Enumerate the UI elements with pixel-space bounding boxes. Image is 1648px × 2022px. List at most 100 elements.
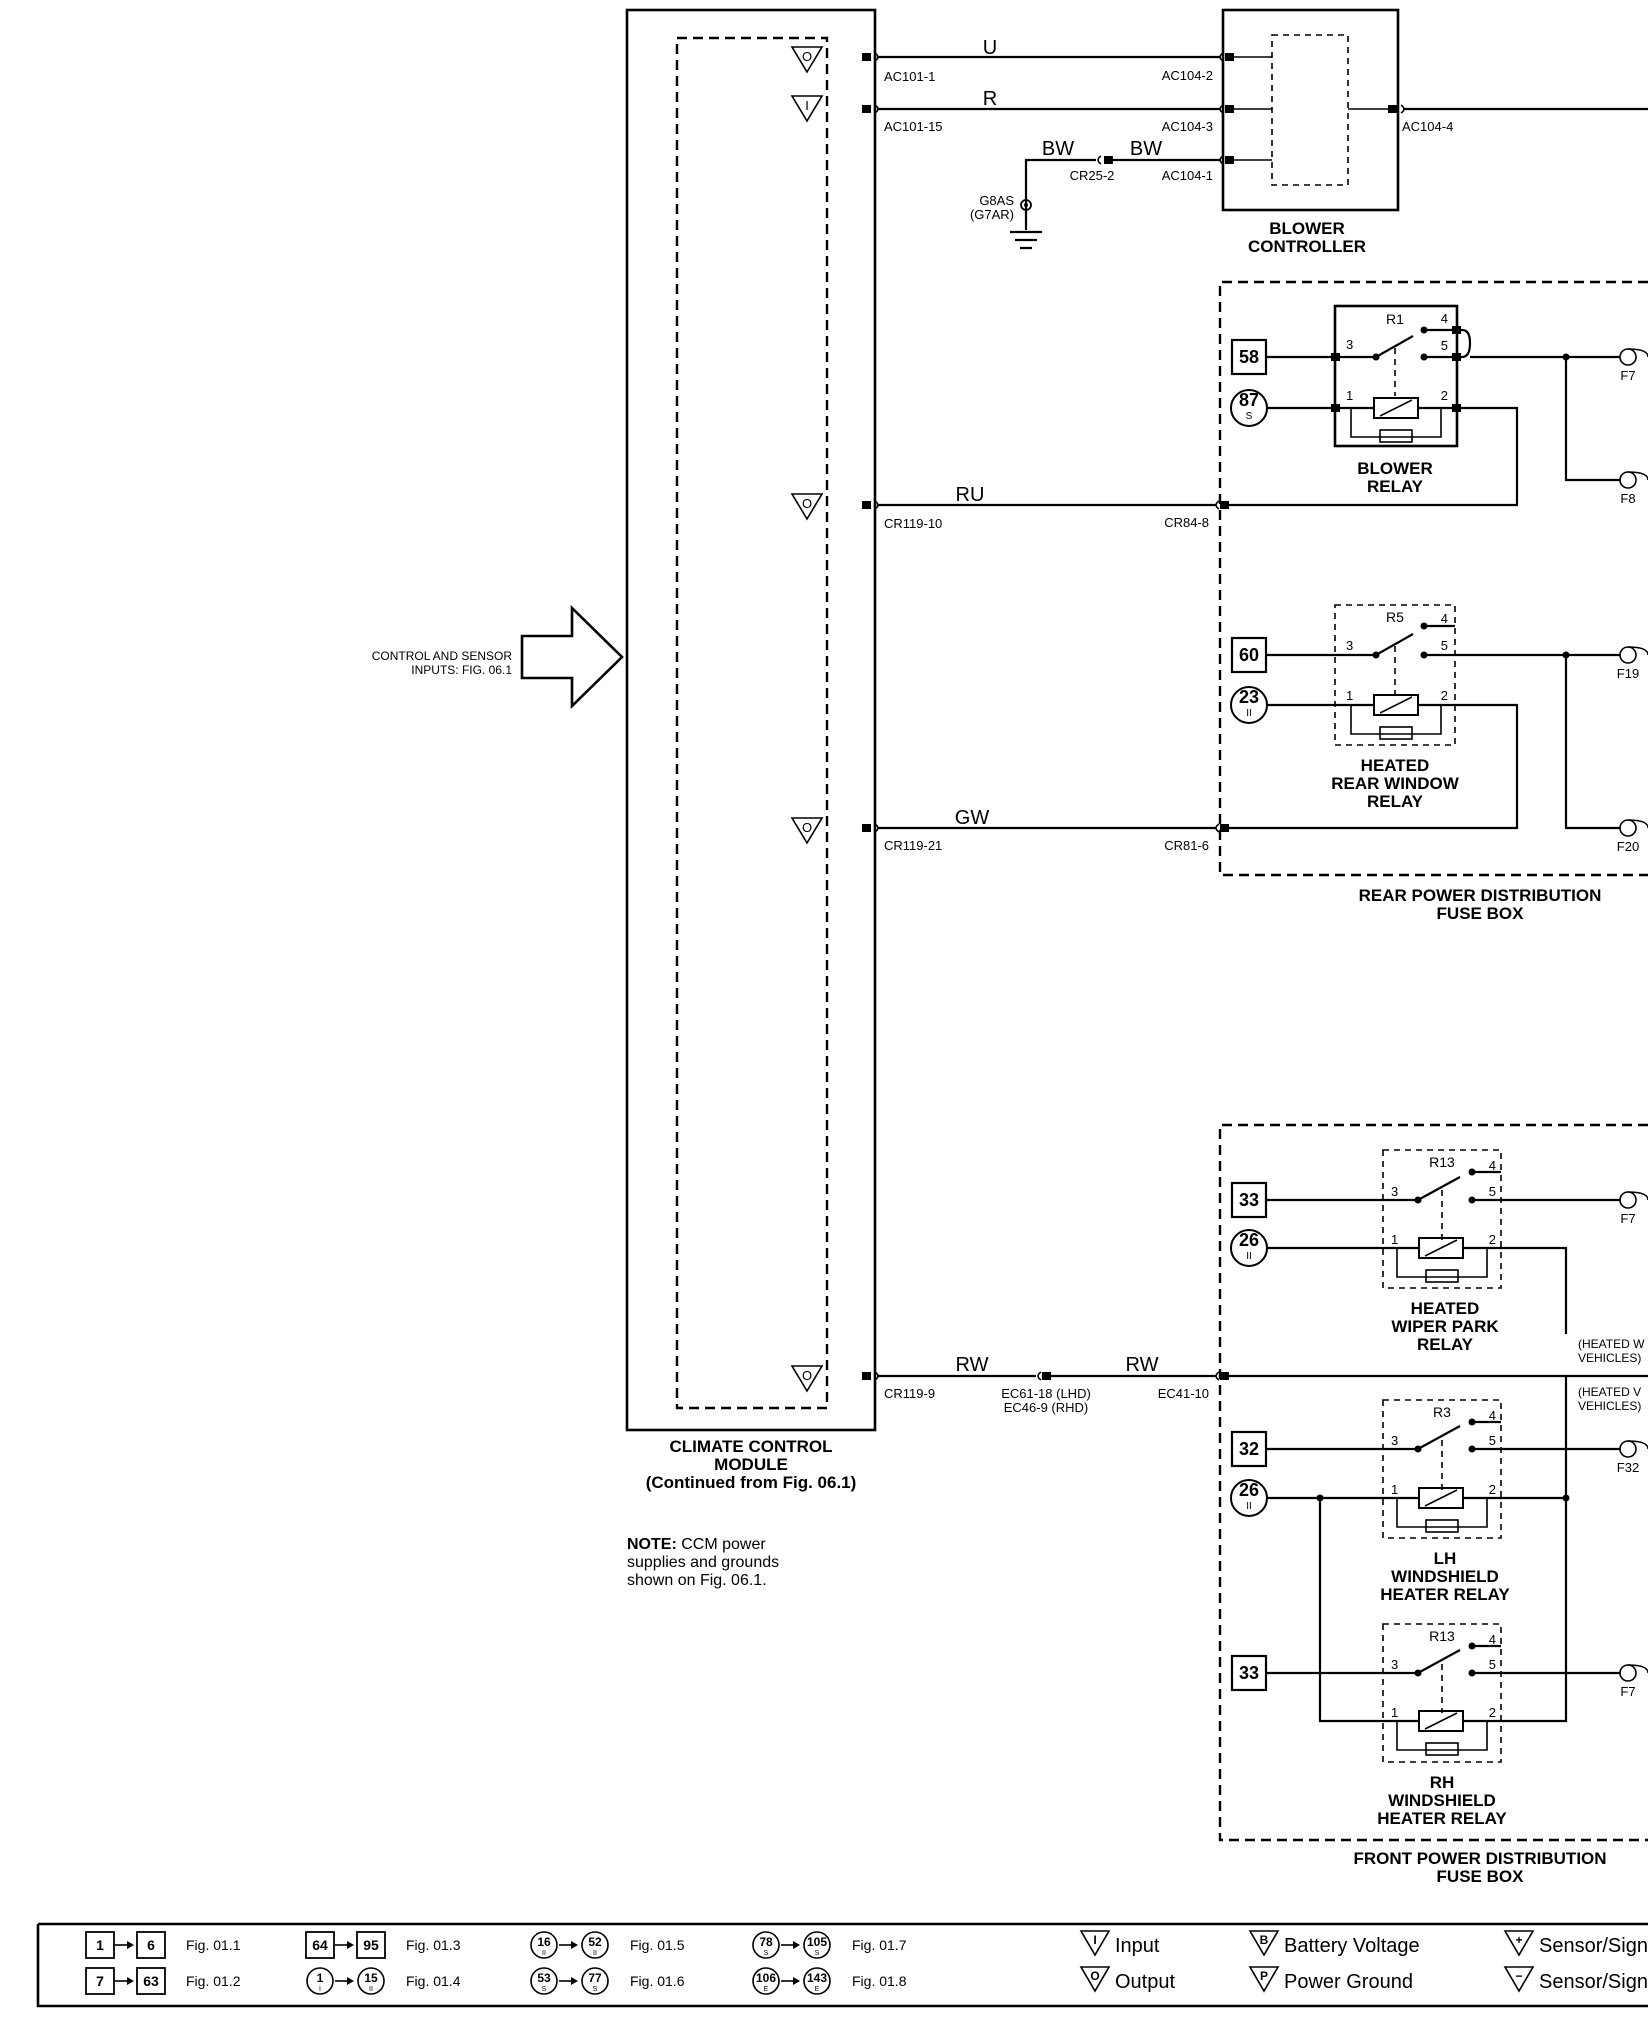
ground-label: (G7AR) [970, 207, 1014, 222]
legend-symbol-mark: I [1093, 1933, 1096, 1947]
hrw-relay-title-2: REAR WINDOW [1331, 774, 1459, 793]
connector-label: CR119-9 [884, 1386, 935, 1401]
fuse-f7-wiper: F7 [1619, 1191, 1648, 1226]
fuse-f8: F8 [1619, 471, 1648, 506]
ccm-pin-mark-output: O [790, 1365, 824, 1393]
svg-text:5: 5 [1489, 1657, 1496, 1672]
relay-id: R13 [1429, 1628, 1455, 1644]
ccm-inner-boundary [675, 36, 829, 1410]
inputs-arrow-label: CONTROL AND SENSOR [372, 649, 513, 663]
front-power-distribution-fuse-box: FRONT POWER DISTRIBUTION FUSE BOX R13 3 … [1218, 1123, 1648, 1886]
legend-ref-value: 7 [96, 1973, 104, 1989]
front-fuse-box-title: FRONT POWER DISTRIBUTION [1353, 1849, 1606, 1868]
rh-relay-feed-wire [1318, 1498, 1383, 1723]
legend-ref-sub: II [593, 1950, 597, 1957]
legend-fig-ref: Fig. 01.7 [852, 1937, 907, 1953]
climate-control-module: O I O O O CLIMATE CONTROL MODULE (Contin… [625, 8, 877, 1589]
ccm-pin-mark-output: O [790, 46, 824, 74]
heated-windshield-note-2: VEHICLES) [1578, 1399, 1641, 1413]
control-sensor-inputs-arrow: CONTROL AND SENSOR INPUTS: FIG. 06.1 [372, 604, 624, 710]
legend-fig-ref: Fig. 01.3 [406, 1937, 461, 1953]
svg-text:F19: F19 [1617, 666, 1639, 681]
power-ref-87: 87 S [1230, 389, 1331, 427]
connector-label: CR119-21 [884, 838, 942, 853]
hrw-relay-output-wire [1424, 653, 1620, 830]
ground-label: G8AS [979, 193, 1014, 208]
svg-text:2: 2 [1441, 688, 1448, 703]
wiper-relay-title-2: WIPER PARK [1391, 1317, 1499, 1336]
blower-controller-output: AC104-4 [1400, 104, 1648, 134]
hrw-relay-title: HEATED [1361, 756, 1430, 775]
blower-relay: R1 3 1 4 5 2 BLOWER RELAY [1331, 304, 1472, 496]
legend-ref-value: 78 [759, 1935, 773, 1949]
svg-text:2: 2 [1489, 1232, 1496, 1247]
wire-color-label: RW [956, 1354, 989, 1376]
ccm-note-line-2: supplies and grounds [627, 1554, 779, 1571]
ccm-pin-mark-output: O [790, 493, 824, 521]
ccm-outline [625, 8, 877, 1432]
connector-label: EC41-10 [1158, 1386, 1209, 1401]
wire-bw-ground: BW BW CR25-2 AC104-1 G8AS (G7AR) [970, 138, 1224, 250]
legend-ref-value: 95 [363, 1937, 379, 1953]
svg-text:33: 33 [1239, 1663, 1259, 1683]
legend-ref-value: 77 [588, 1971, 602, 1985]
legend-ref-value: 52 [588, 1935, 602, 1949]
inputs-arrow-ref: INPUTS: FIG. 06.1 [411, 663, 512, 677]
svg-text:4: 4 [1441, 611, 1448, 626]
connector-label: AC104-4 [1402, 119, 1453, 134]
svg-text:3: 3 [1391, 1433, 1398, 1448]
legend-ref-value: 63 [143, 1973, 159, 1989]
svg-text:58: 58 [1239, 347, 1259, 367]
legend-ref-value: 6 [147, 1937, 155, 1953]
wire-color-label: U [983, 37, 997, 59]
fuse-f7-blower: F7 [1619, 348, 1648, 383]
heated-windshield-note: (HEATED V [1578, 1385, 1641, 1399]
svg-text:F8: F8 [1620, 491, 1635, 506]
svg-text:5: 5 [1489, 1184, 1496, 1199]
relay-id: R1 [1386, 311, 1404, 327]
blower-relay-output-wire [1470, 355, 1620, 482]
ccm-title-line-3: (Continued from Fig. 06.1) [646, 1473, 857, 1492]
svg-text:F7: F7 [1620, 1684, 1635, 1699]
legend-symbol-item: I Input [1079, 1930, 1160, 1957]
legend-symbol-label: Sensor/Sign [1539, 1935, 1648, 1957]
connector-label: CR84-8 [1164, 515, 1209, 530]
legend-ref-sub: S [764, 1950, 769, 1957]
legend-symbol-label: Input [1115, 1935, 1160, 1957]
connector-label: CR25-2 [1070, 168, 1115, 183]
wire-u: U AC101-1 AC104-2 [862, 37, 1224, 84]
legend-ref-value: 53 [537, 1971, 551, 1985]
ccm-note: NOTE: CCM power [627, 1536, 766, 1553]
svg-text:60: 60 [1239, 645, 1259, 665]
wire-color-label: RU [956, 484, 985, 506]
rh-windshield-heater-relay: R13 3 1 4 5 2 RH WINDSHIELD HEATER RELAY [1377, 1623, 1507, 1828]
legend-ref-value: 64 [312, 1937, 328, 1953]
wire-color-label: R [983, 88, 997, 110]
legend-fig-ref: Fig. 01.8 [852, 1973, 907, 1989]
connector-label: AC104-2 [1162, 68, 1213, 83]
svg-text:32: 32 [1239, 1439, 1259, 1459]
power-ref-23: 23 II [1230, 686, 1335, 724]
ccm-pin-mark-input: I [790, 95, 824, 123]
legend-ref-item: 64 95 Fig. 01.3 [305, 1931, 461, 1959]
wire-ru: RU CR119-10 CR84-8 [862, 484, 1229, 531]
svg-text:F20: F20 [1617, 839, 1639, 854]
legend-ref-sub: E [764, 1986, 769, 1993]
legend-border [36, 1922, 1648, 2008]
wire-color-label: GW [955, 807, 990, 829]
svg-text:23: 23 [1239, 687, 1259, 707]
legend-symbol-label: Sensor/Sign [1539, 1971, 1648, 1993]
wiper-relay-coil-wire [1501, 1246, 1568, 1334]
hrw-relay-coil-wire [1222, 703, 1519, 830]
rh-relay-title-3: HEATER RELAY [1377, 1809, 1507, 1828]
svg-text:3: 3 [1391, 1184, 1398, 1199]
svg-text:II: II [1246, 1501, 1252, 1512]
wire-color-label: RW [1126, 1354, 1159, 1376]
fuse-f32: F32 [1617, 1440, 1648, 1475]
connector-label: CR119-10 [884, 516, 942, 531]
